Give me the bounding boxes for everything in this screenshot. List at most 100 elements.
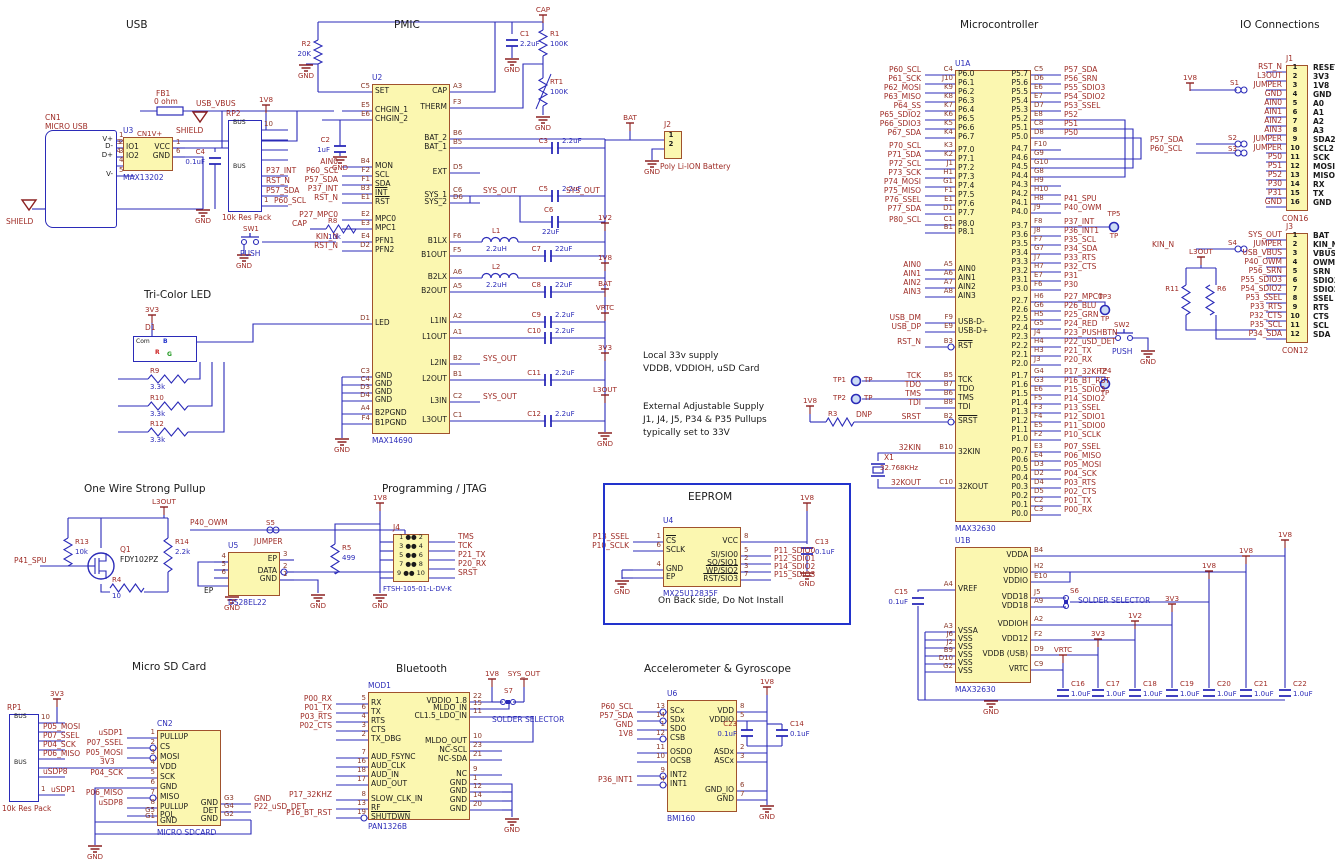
net-label: P51 <box>1267 161 1282 170</box>
net-label: P60_SCL <box>274 196 306 205</box>
ref-designator: C11 <box>527 369 541 377</box>
pin-pair: 7 ●● 8 <box>399 560 423 568</box>
pin-number: A5 <box>943 260 953 268</box>
pin-name: P5.3 <box>1011 105 1028 114</box>
power-flag-3V3: 3V3 <box>144 305 160 314</box>
net-label: AIN0 <box>320 157 338 166</box>
net-label: P04_SCK <box>1064 469 1097 478</box>
pin-number: 7 <box>150 788 155 796</box>
net-label: P12_SDIO1 <box>774 554 816 563</box>
label-dnp: DNP <box>856 410 872 419</box>
ref-designator: Q1 <box>120 545 131 554</box>
pin-number: 1 <box>176 138 181 146</box>
ref-designator: C22 <box>1293 680 1307 688</box>
pin-name: P8.0 <box>958 219 975 228</box>
net-label: P32_CTS <box>1064 262 1097 271</box>
power-flag-1V8: 1V8 <box>759 677 775 686</box>
power-flag-1V8: 1V8 <box>799 493 815 502</box>
ic-U4[interactable] <box>663 527 741 587</box>
rpack-RP1[interactable] <box>9 714 39 802</box>
ic-U2[interactable] <box>372 84 450 434</box>
section-title: IO Connections <box>1240 19 1320 31</box>
ic-U1A[interactable] <box>955 70 1031 522</box>
usb-connector-CN1[interactable] <box>45 130 117 228</box>
ic-U5[interactable] <box>228 552 280 596</box>
pin-number: 3 <box>283 550 288 558</box>
label-s6: S6 <box>1070 587 1079 595</box>
pin-number: B2 <box>943 412 953 420</box>
net-label: P06_MISO <box>1064 451 1102 460</box>
ic-CN2[interactable] <box>157 730 221 826</box>
connector-J2[interactable] <box>664 131 682 159</box>
net-label: P02_CTS <box>299 721 332 730</box>
net-label: P62_MOSI <box>883 83 921 92</box>
gnd-label: GND <box>235 262 253 270</box>
led-D1[interactable] <box>133 336 197 362</box>
power-flag-1V8: 1V8 <box>1201 561 1217 570</box>
ref-designator: C7 <box>531 245 541 253</box>
pin-number: 4 <box>656 560 661 568</box>
pin-name: GND <box>259 574 277 583</box>
pin-number: B9 <box>943 646 953 654</box>
net-label: P54_SDIO2 <box>1240 284 1282 293</box>
resistor <box>329 543 341 575</box>
value: 2.2uF <box>520 40 540 48</box>
pin-name: P5.0 <box>1011 132 1028 141</box>
glyph <box>505 41 519 45</box>
value: 100K <box>550 40 568 48</box>
pin-name: L3IN <box>430 396 447 405</box>
connector-J1[interactable] <box>1286 65 1308 211</box>
pin-name: VSS <box>958 666 973 675</box>
pin-name: P0.1 <box>1011 500 1028 509</box>
pin-number: C9 <box>1034 660 1044 668</box>
pin-name: TX_DBG <box>371 734 402 743</box>
rpack-RP2[interactable] <box>228 120 262 212</box>
net-label: USB_DP <box>891 322 921 331</box>
net-label: AIN3 <box>903 287 921 296</box>
pin-name: P1.6 <box>1011 380 1028 389</box>
pin-number: 8 <box>361 790 366 798</box>
power-flag-3V3: 3V3 <box>1164 594 1180 603</box>
ic-U3[interactable] <box>123 137 173 171</box>
pin-number: D1 <box>943 204 953 212</box>
net-label: P23_PUSHBTN <box>1064 328 1118 337</box>
pin-name: SCL <box>375 170 390 179</box>
pin-name: P3.6 <box>1011 230 1028 239</box>
pin-name: P5.7 <box>1011 69 1028 78</box>
pin-name: GND <box>449 795 467 804</box>
pin-name: USB-D+ <box>958 326 989 335</box>
connector-J3[interactable] <box>1286 233 1308 343</box>
ref-designator: TP1 <box>833 376 846 384</box>
pin-name: B2PGND <box>375 408 407 417</box>
pin-name: LED <box>375 318 390 327</box>
pin-number: 16 <box>357 757 366 765</box>
pin-name: NC <box>456 769 467 778</box>
ic-U6[interactable] <box>667 700 737 812</box>
note-text: On Back side, Do Not Install <box>658 596 784 606</box>
ic-U1B[interactable] <box>955 547 1031 683</box>
gnd-label: GND <box>1139 358 1157 366</box>
pin-number: 19 <box>357 808 366 816</box>
net-label: JUMPER <box>1253 239 1282 248</box>
glyph <box>546 249 550 263</box>
pin-number: 9 <box>1292 303 1298 311</box>
pin-number: F2 <box>1034 430 1043 438</box>
connector-J4[interactable] <box>393 534 429 582</box>
net-label: uSDP8 <box>98 798 123 807</box>
pin-name: ASCx <box>714 756 734 765</box>
ferrite-bead-FB1[interactable] <box>156 106 184 116</box>
ref-designator: U3 <box>123 126 134 135</box>
pin-name: TDO <box>958 384 975 393</box>
pin-number: B6 <box>943 389 953 397</box>
pin-number: 14 <box>473 791 482 799</box>
ic-MOD1[interactable] <box>368 692 470 820</box>
pin-number: 6 <box>1292 108 1298 116</box>
value: 2.2uF <box>555 410 575 418</box>
pin-name: SO/SIO1 <box>707 558 738 567</box>
net-label: P57_SDA <box>599 711 633 720</box>
pin-number: 6 <box>176 147 181 155</box>
wire <box>185 156 204 209</box>
pin-number: 5 <box>744 546 749 554</box>
resistor <box>147 374 189 384</box>
wire <box>294 579 319 593</box>
